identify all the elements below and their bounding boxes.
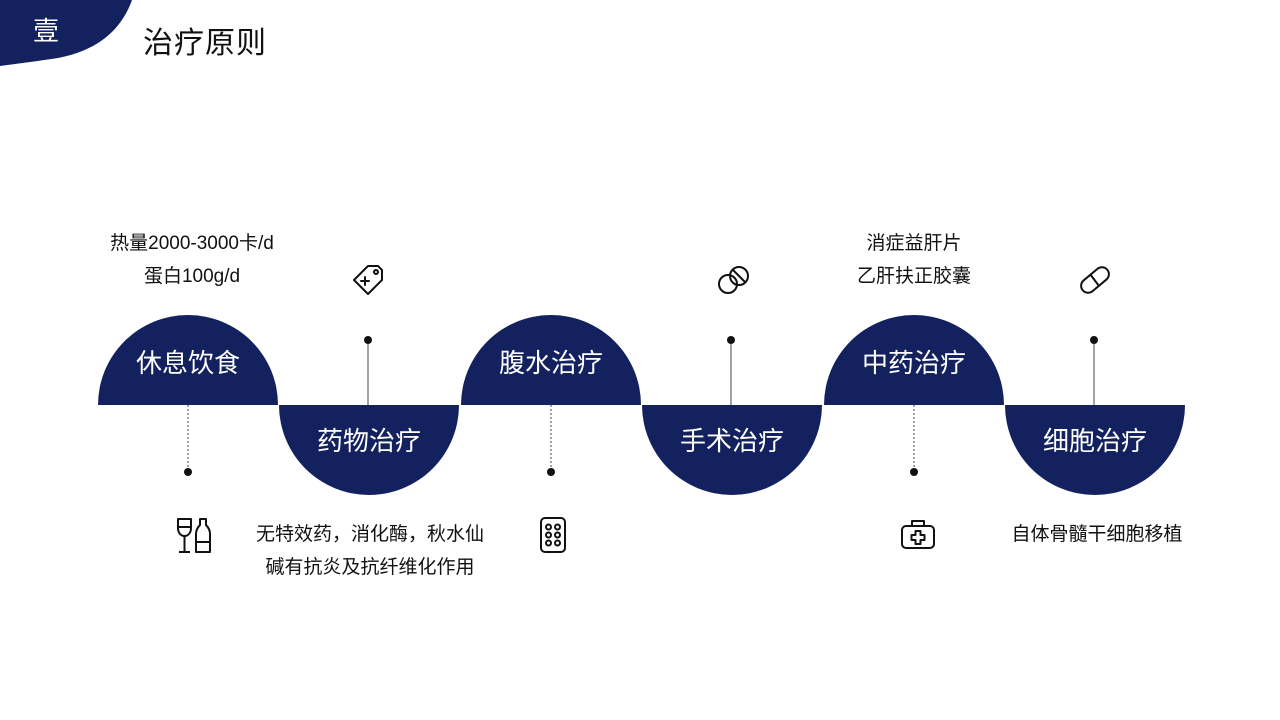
description-line: 消症益肝片 [866,233,962,254]
first-aid-kit-icon [901,520,935,549]
step-shape-1 [98,315,278,405]
description-line: 蛋白100g/d [143,266,241,287]
section-badge [0,0,132,66]
step-label-rest-diet: 休息饮食 [135,348,240,378]
pills-icon [718,266,749,294]
capsule-icon [1080,266,1110,294]
wine-glass-bottle-icon [177,518,211,553]
step-shape-3 [461,315,641,405]
medicine-tag-icon [353,265,383,295]
connector-dot [727,336,735,344]
description-line: 碱有抗炎及抗纤维化作用 [265,557,475,578]
step-label-drug-therapy: 药物治疗 [316,426,421,456]
connector-dot [1090,336,1098,344]
connector-dot [184,468,192,476]
description-line: 无特效药，消化酶，秋水仙 [255,524,484,545]
step-shape-2 [279,405,459,495]
description-line: 热量2000-3000卡/d [110,233,274,254]
description-drug-therapy: 无特效药，消化酶，秋水仙 碱有抗炎及抗纤维化作用 [238,518,502,584]
description-line: 自体骨髓干细胞移植 [1011,524,1183,545]
step-shape-5 [824,315,1004,405]
description-rest-diet: 热量2000-3000卡/d 蛋白100g/d [90,227,294,293]
page-title: 治疗原则 [143,27,267,60]
step-label-surgery: 手术治疗 [679,426,784,456]
connector-dot [547,468,555,476]
step-label-ascites-therapy: 腹水治疗 [498,348,603,378]
step-shape-4 [642,405,822,495]
description-cell-therapy: 自体骨髓干细胞移植 [995,518,1199,551]
connector-dot [364,336,372,344]
description-line: 乙肝扶正胶囊 [856,266,971,287]
step-label-cell-therapy: 细胞治疗 [1042,426,1147,456]
pill-blister-icon [540,517,566,553]
step-shape-6 [1005,405,1185,495]
description-tcm-therapy: 消症益肝片 乙肝扶正胶囊 [822,227,1006,293]
connector-dot [910,468,918,476]
section-number: 壹 [32,16,59,46]
step-label-tcm-therapy: 中药治疗 [861,348,966,378]
